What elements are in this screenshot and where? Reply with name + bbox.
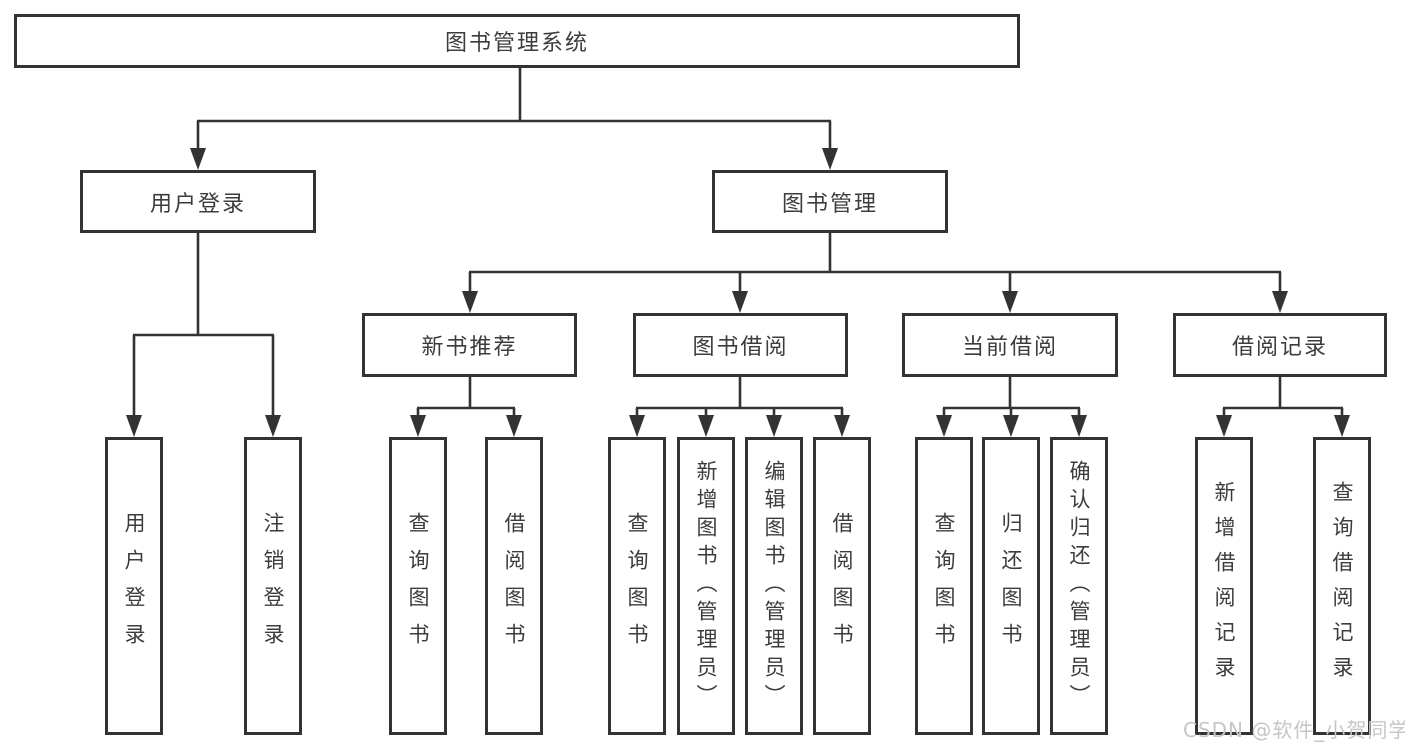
node-borrow-records: 借阅记录 (1173, 313, 1387, 377)
watermark-text: CSDN @软件_小贺同学 (1183, 718, 1405, 742)
node-current-borrowing: 当前借阅 (902, 313, 1118, 377)
arrowhead-icon (1272, 291, 1288, 313)
node-library-management-system: 图书管理系统 (14, 14, 1020, 68)
node-label: 借阅记录 (1231, 335, 1328, 360)
leaf-query-borrow-record: 查询借阅记录 (1313, 437, 1371, 735)
arrowhead-icon (698, 415, 714, 437)
arrowhead-group (126, 148, 1350, 437)
arrowhead-icon (629, 415, 645, 437)
node-label: 新书推荐 (421, 335, 518, 360)
node-book-borrowing: 图书借阅 (633, 313, 848, 377)
node-new-book-recommend: 新书推荐 (362, 313, 577, 377)
arrowhead-icon (410, 415, 426, 437)
node-label: 图书管理 (781, 191, 878, 217)
leaf-confirm-return-admin: 确认归还（管理员） (1050, 437, 1108, 735)
arrowhead-icon (1003, 415, 1019, 437)
node-label: 图书借阅 (692, 335, 789, 360)
leaf-edit-book-admin: 编辑图书（管理员） (745, 437, 803, 735)
leaf-borrow-books-recommend: 借阅图书 (485, 437, 543, 735)
leaf-add-book-admin: 新增图书（管理员） (677, 437, 735, 735)
arrowhead-icon (462, 291, 478, 313)
leaf-query-books-recommend: 查询图书 (389, 437, 447, 735)
leaf-logout: 注销登录 (244, 437, 302, 735)
leaf-borrow-books-borrowing: 借阅图书 (813, 437, 871, 735)
arrowhead-icon (265, 415, 281, 437)
arrowhead-icon (506, 415, 522, 437)
arrowhead-icon (1002, 291, 1018, 313)
node-book-management: 图书管理 (712, 170, 948, 233)
arrowhead-icon (1071, 415, 1087, 437)
arrowhead-icon (1334, 415, 1350, 437)
leaf-return-book: 归还图书 (982, 437, 1040, 735)
arrowhead-icon (822, 148, 838, 170)
leaf-query-books-current: 查询图书 (915, 437, 973, 735)
arrowhead-icon (766, 415, 782, 437)
leaf-query-books-borrowing: 查询图书 (608, 437, 666, 735)
arrowhead-icon (126, 415, 142, 437)
node-label: 图书管理系统 (444, 31, 589, 56)
node-label: 用户登录 (149, 191, 246, 217)
leaf-user-login: 用户登录 (105, 437, 163, 735)
arrowhead-icon (936, 415, 952, 437)
arrowhead-icon (834, 415, 850, 437)
node-label: 当前借阅 (961, 335, 1058, 360)
node-user-login: 用户登录 (80, 170, 316, 233)
arrowhead-icon (732, 291, 748, 313)
leaf-add-borrow-record: 新增借阅记录 (1195, 437, 1253, 735)
arrowhead-icon (1216, 415, 1232, 437)
arrowhead-icon (190, 148, 206, 170)
